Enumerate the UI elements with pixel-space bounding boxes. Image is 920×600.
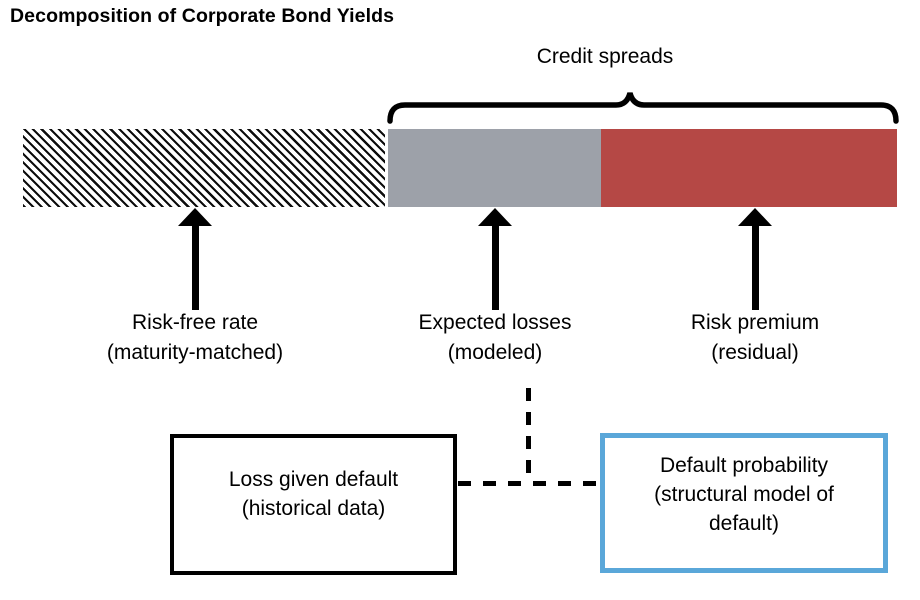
segment-label-name: Risk-free rate (131, 311, 259, 334)
bar-segment-risk-premium (601, 129, 897, 207)
arrowhead (178, 208, 212, 226)
bar-segment-expected-losses (388, 129, 601, 207)
arrow-stem (491, 226, 499, 310)
loss-given-default-box: Loss given default (historical data) (170, 434, 457, 575)
arrow-stem (751, 226, 759, 310)
arrowhead (738, 208, 772, 226)
diagram-title: Decomposition of Corporate Bond Yields (10, 5, 395, 27)
segment-label-risk-free-rate: Risk-free rate (maturity-matched) (15, 308, 375, 368)
box-text-line: (structural model of (654, 482, 834, 506)
arrowhead (478, 208, 512, 226)
credit-spreads-brace-icon (387, 92, 899, 124)
box-text-line: default) (708, 511, 780, 535)
box-text-line: (historical data) (241, 496, 386, 520)
credit-spreads-label: Credit spreads (536, 45, 674, 68)
bar-segment-risk-free-rate (23, 129, 385, 207)
segment-label-name: Risk premium (690, 311, 820, 334)
default-probability-box: Default probability (structural model of… (600, 433, 888, 573)
connector-dashed-vertical (526, 388, 531, 481)
connector-dashed-horizontal (458, 481, 600, 486)
segment-label-sub: (modeled) (447, 341, 543, 364)
up-arrow-icon-risk-free-rate (178, 208, 212, 310)
up-arrow-icon-expected-losses (478, 208, 512, 310)
box-text-line: Loss given default (228, 467, 399, 491)
segment-label-expected-losses: Expected losses (modeled) (315, 308, 675, 368)
segment-label-sub: (maturity-matched) (106, 341, 284, 364)
segment-label-name: Expected losses (418, 311, 572, 334)
up-arrow-icon-risk-premium (738, 208, 772, 310)
segment-label-risk-premium: Risk premium (residual) (575, 308, 920, 368)
arrow-stem (191, 226, 199, 310)
box-text-line: Default probability (659, 453, 829, 477)
segment-label-sub: (residual) (711, 341, 799, 364)
